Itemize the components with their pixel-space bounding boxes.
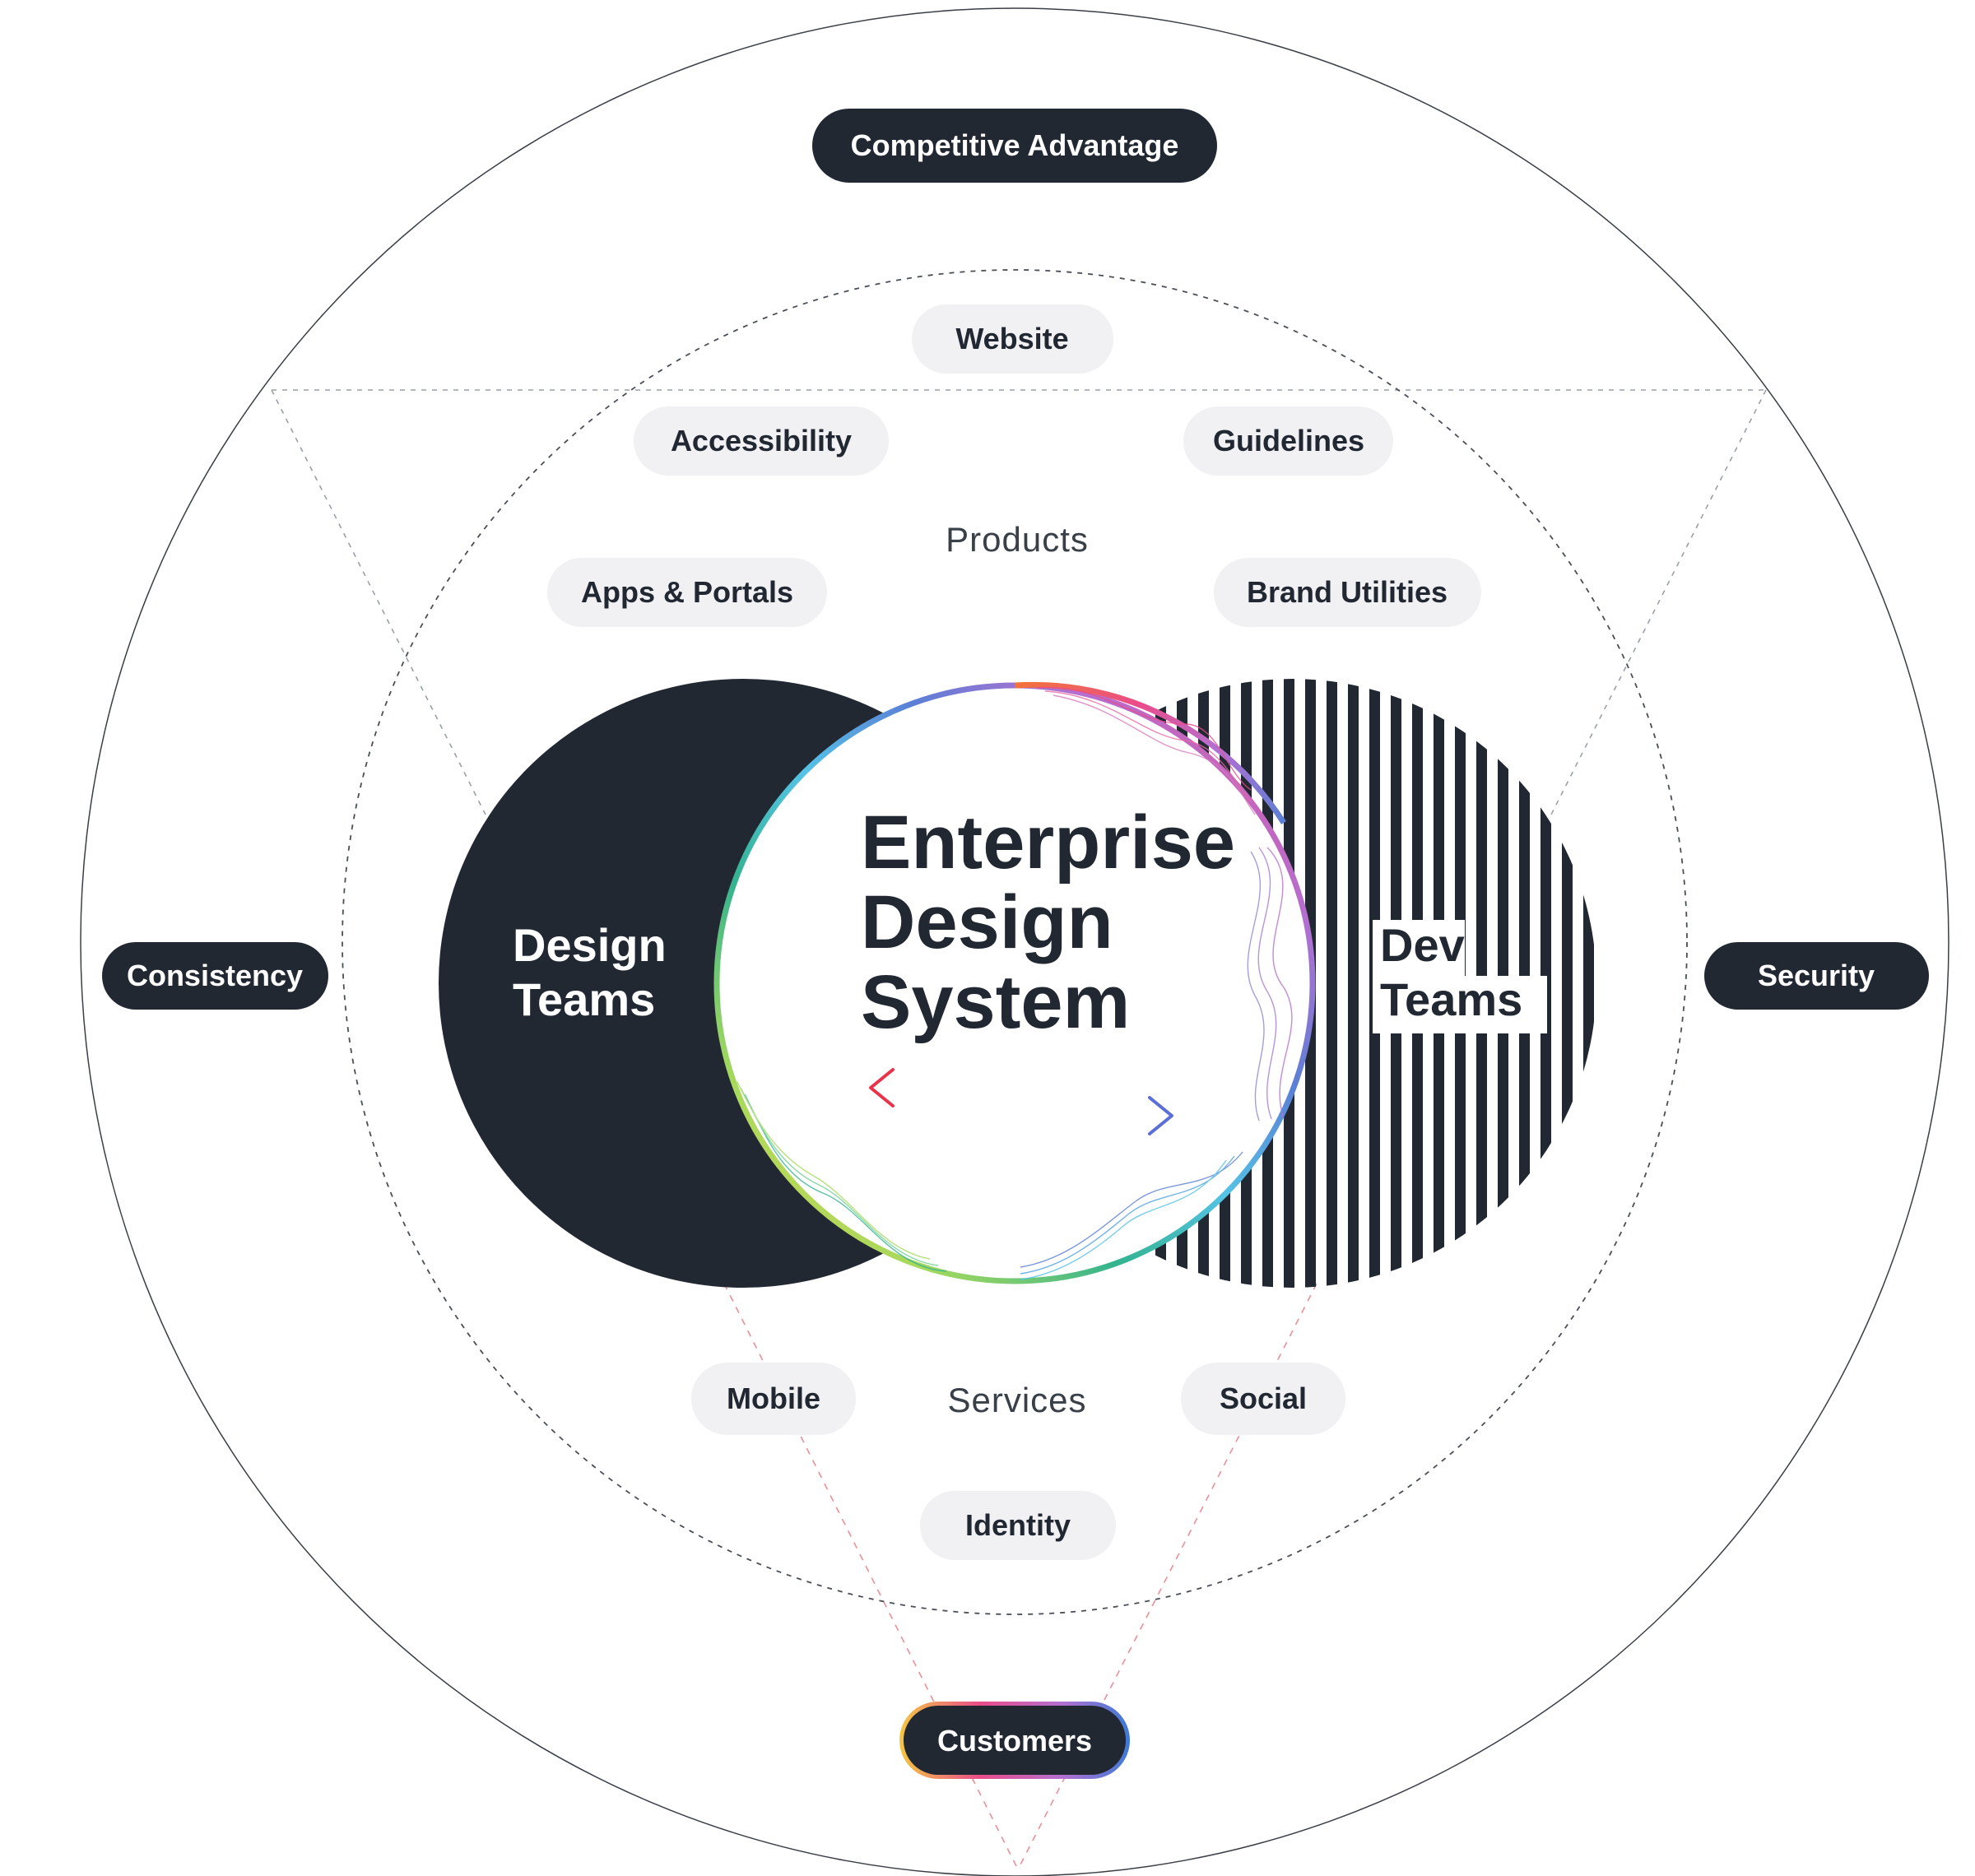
apps-portals-label: Apps & Portals [581, 575, 793, 609]
pill-competitive-advantage: Competitive Advantage [812, 109, 1217, 183]
security-label: Security [1758, 959, 1875, 992]
guidelines-label: Guidelines [1213, 424, 1364, 457]
dev-teams-label-bg-2 [1373, 976, 1547, 1033]
products-label: Products [946, 520, 1089, 559]
design-teams-label-line-1: Design [513, 919, 667, 971]
wave-lines [737, 686, 1293, 1280]
center-title-line-1: Enterprise [861, 801, 1235, 885]
brand-utilities-label: Brand Utilities [1247, 575, 1448, 609]
center-title-line-2: Design [861, 880, 1113, 964]
design-teams-label-line-2: Teams [513, 973, 655, 1025]
pill-website: Website [912, 304, 1113, 374]
pill-security: Security [1704, 942, 1929, 1010]
dev-teams-label-line-2: Teams [1380, 973, 1522, 1025]
outer-ring [80, 7, 1949, 1876]
accessibility-label: Accessibility [671, 424, 852, 457]
customers-label: Customers [937, 1724, 1092, 1758]
dev-teams-label-bg-1 [1373, 920, 1465, 977]
center-title-line-3: System [861, 960, 1130, 1044]
social-label: Social [1220, 1381, 1307, 1415]
pill-social: Social [1181, 1363, 1345, 1435]
arrow-right-icon [1021, 1096, 1173, 1135]
pill-brand-utilities: Brand Utilities [1214, 558, 1481, 627]
pill-identity: Identity [920, 1491, 1116, 1560]
services-label: Services [947, 1381, 1086, 1419]
pill-guidelines: Guidelines [1183, 406, 1393, 476]
pill-accessibility: Accessibility [634, 406, 889, 476]
website-label: Website [955, 322, 1068, 355]
consistency-label: Consistency [127, 959, 303, 992]
enterprise-circle: Enterprise Design System [713, 681, 1316, 1284]
pill-mobile: Mobile [691, 1363, 856, 1435]
pill-apps-portals: Apps & Portals [547, 558, 827, 627]
identity-label: Identity [965, 1508, 1071, 1542]
arrow-left-icon [869, 1068, 1022, 1107]
competitive-advantage-label: Competitive Advantage [851, 128, 1179, 162]
pill-consistency: Consistency [102, 942, 328, 1010]
mobile-label: Mobile [727, 1381, 820, 1415]
products-dashed-triangle [271, 389, 1767, 815]
inner-dashed-ring [342, 269, 1688, 1615]
dev-teams-label-line-1: Dev [1380, 919, 1465, 971]
pill-customers: Customers [899, 1702, 1130, 1779]
